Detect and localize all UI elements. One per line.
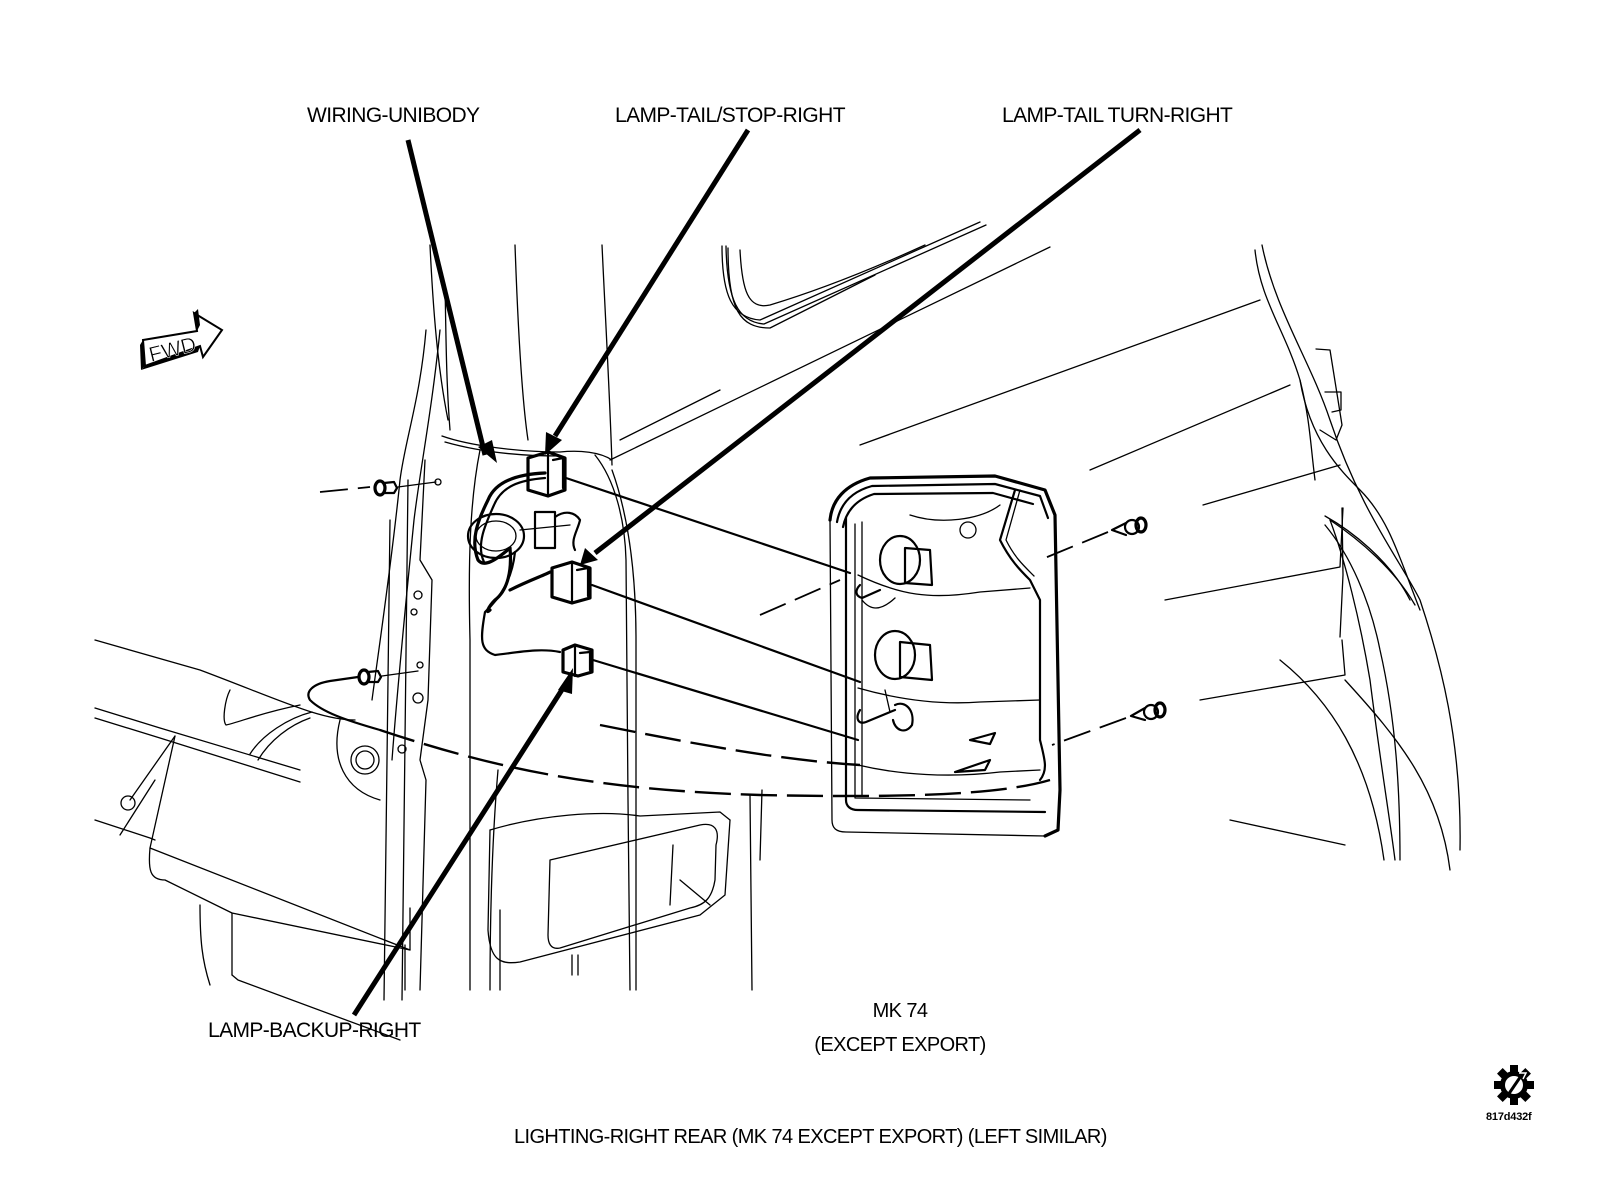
connector-lamp-backup-right <box>561 643 594 678</box>
connector-lamp-tail-turn-right <box>550 560 592 605</box>
callout-lamp-backup-right: LAMP-BACKUP-RIGHT <box>208 1019 421 1042</box>
gear-slash-icon <box>1494 1065 1534 1105</box>
figure-id-code: 817d432f <box>1486 1111 1532 1123</box>
callout-lamp-tail-turn-right: LAMP-TAIL TURN-RIGHT <box>1002 104 1233 127</box>
leader-lamp-tail-turn-right <box>580 128 1142 565</box>
callout-wiring-unibody: WIRING-UNIBODY <box>307 104 480 127</box>
tail-lamp-assembly <box>828 474 1062 838</box>
pillar-fastener-lower <box>307 668 419 732</box>
assembly-paths <box>379 476 1051 798</box>
leader-lamp-backup-right <box>351 668 573 1017</box>
variant-note-scope: (EXCEPT EXPORT) <box>814 1034 986 1056</box>
leader-lamp-tail-stop-right <box>545 128 751 455</box>
lamp-fastener-upper <box>1039 516 1148 561</box>
pillar-fastener-upper <box>319 479 437 497</box>
lamp-fastener-lower <box>1051 701 1167 746</box>
vehicle-body-outline <box>94 221 1461 1041</box>
leader-wiring-unibody <box>405 139 497 463</box>
forward-arrow-icon <box>140 309 224 370</box>
variant-note-model: MK 74 <box>872 1000 928 1022</box>
wiring-harness <box>466 471 582 657</box>
figure-caption: LIGHTING-RIGHT REAR (MK 74 EXCEPT EXPORT… <box>514 1126 1107 1148</box>
callout-lamp-tail-stop-right: LAMP-TAIL/STOP-RIGHT <box>615 104 846 127</box>
